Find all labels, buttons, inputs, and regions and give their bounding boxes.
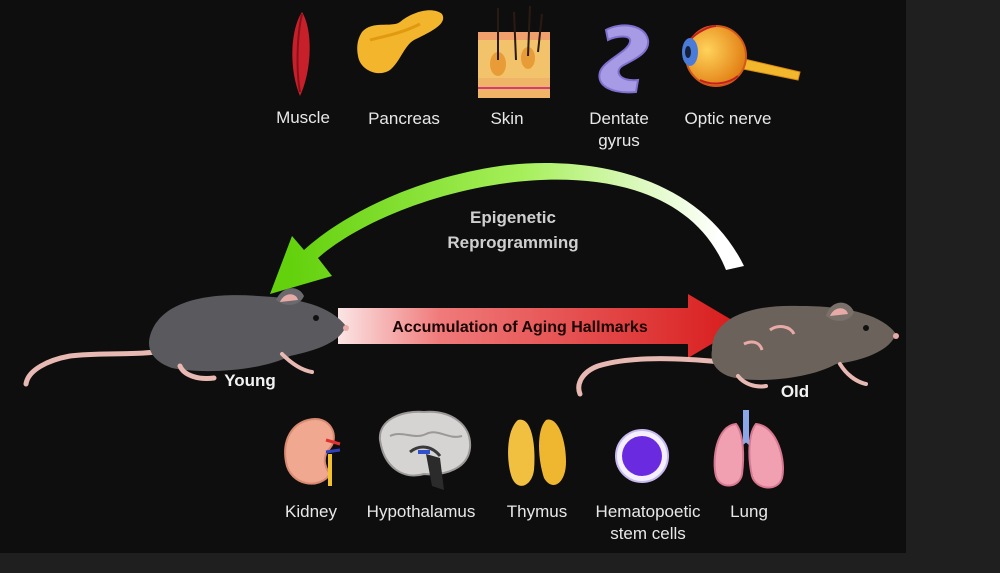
reprogramming-label: Epigenetic Reprogramming bbox=[447, 208, 579, 252]
aging-label: Accumulation of Aging Hallmarks bbox=[392, 319, 648, 336]
organ-label-hematopoetic-stem-cells: Hematopoetic stem cells bbox=[595, 502, 701, 543]
aging-arrow bbox=[338, 294, 742, 358]
skin-icon bbox=[478, 5, 550, 98]
organ-label-skin: Skin bbox=[490, 109, 524, 128]
organ-label-muscle: Muscle bbox=[276, 108, 330, 127]
optic-nerve-eye-icon bbox=[682, 25, 801, 87]
thymus-icon bbox=[508, 419, 566, 486]
organ-label-lung: Lung bbox=[730, 502, 768, 521]
stem-cell-icon bbox=[615, 429, 669, 483]
brain-icon bbox=[378, 410, 472, 490]
lung-icon bbox=[713, 410, 784, 489]
organ-label-hypothalamus: Hypothalamus bbox=[366, 502, 476, 521]
organ-label-dentate-gyrus: Dentate gyrus bbox=[589, 109, 649, 150]
organ-label-pancreas: Pancreas bbox=[368, 109, 440, 128]
muscle-icon bbox=[292, 12, 310, 96]
old-label: Old bbox=[780, 382, 810, 401]
organ-label-optic-nerve: Optic nerve bbox=[684, 109, 772, 128]
young-label: Young bbox=[224, 371, 276, 390]
kidney-icon bbox=[284, 417, 341, 486]
organ-label-kidney: Kidney bbox=[285, 502, 337, 521]
dentate-gyrus-icon bbox=[598, 24, 650, 94]
organ-label-thymus: Thymus bbox=[506, 502, 568, 521]
pancreas-icon bbox=[357, 10, 444, 74]
young-mouse-illustration bbox=[23, 288, 349, 387]
old-mouse-illustration bbox=[576, 302, 899, 397]
